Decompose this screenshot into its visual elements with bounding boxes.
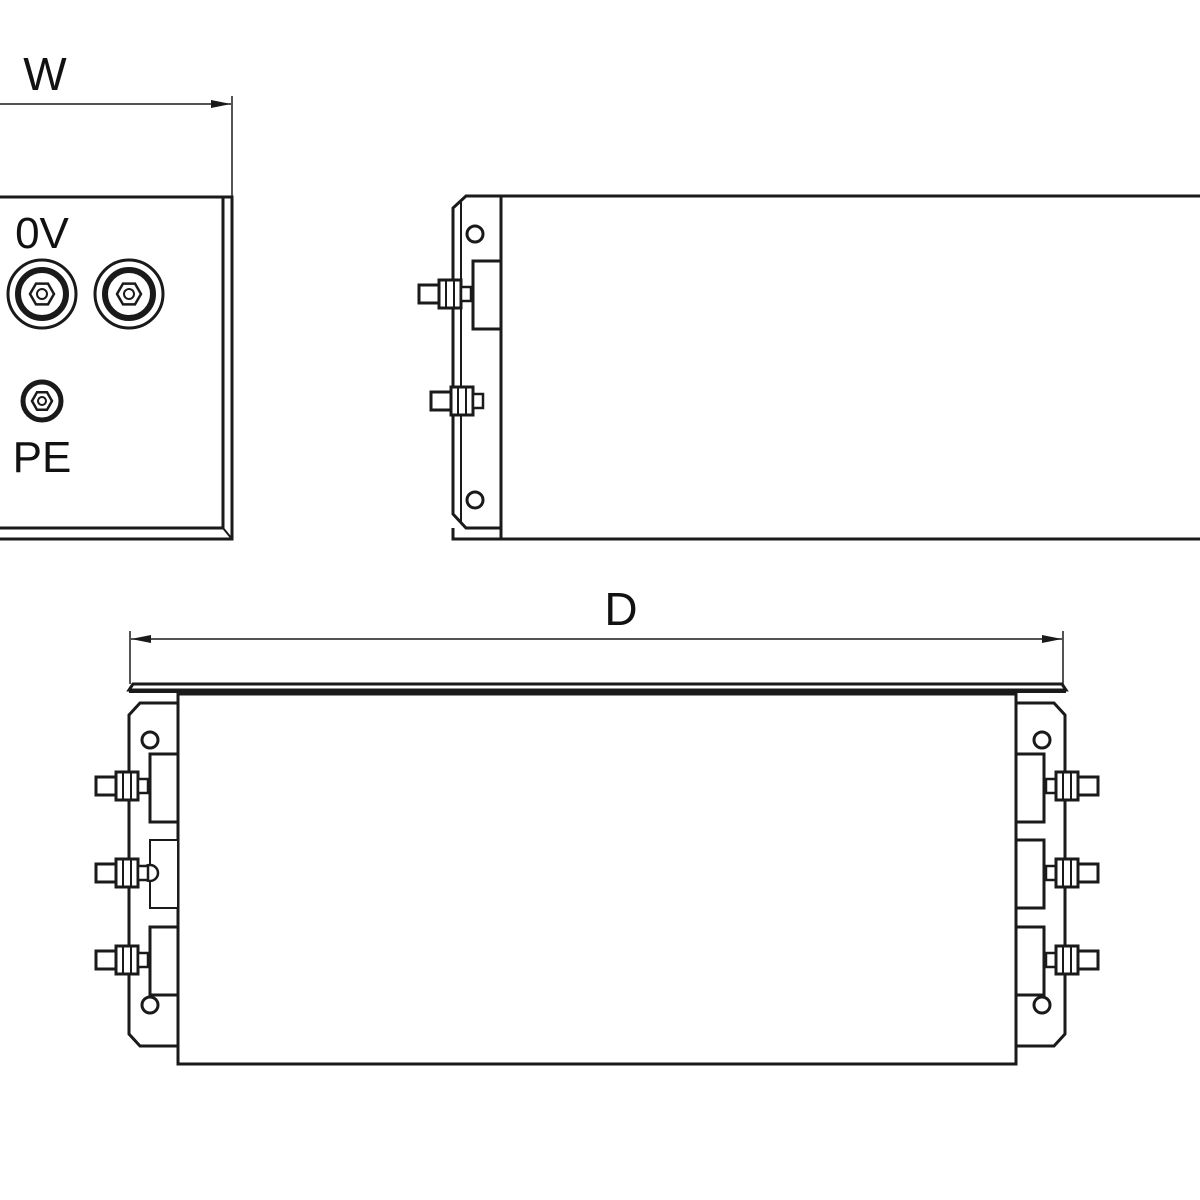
depth-dimension-label: D xyxy=(604,583,637,635)
side-housing xyxy=(499,194,1200,541)
front-housing xyxy=(0,195,225,530)
mounting-hole xyxy=(465,224,485,244)
top-housing xyxy=(176,692,1018,1066)
mounting-hole xyxy=(465,490,485,510)
front-view: W 0V PE xyxy=(0,48,234,541)
top-view: D xyxy=(94,583,1100,1066)
terminal-0v-left xyxy=(8,260,76,328)
side-view xyxy=(417,194,1200,541)
terminal-pe-label: PE xyxy=(13,433,72,482)
terminal-0v-right xyxy=(95,260,163,328)
width-dimension-label: W xyxy=(23,48,67,100)
top-cover-plate xyxy=(126,682,1069,692)
terminal-pe xyxy=(20,379,64,423)
terminal-0v-label: 0V xyxy=(15,209,69,258)
front-housing-flange xyxy=(0,195,234,541)
